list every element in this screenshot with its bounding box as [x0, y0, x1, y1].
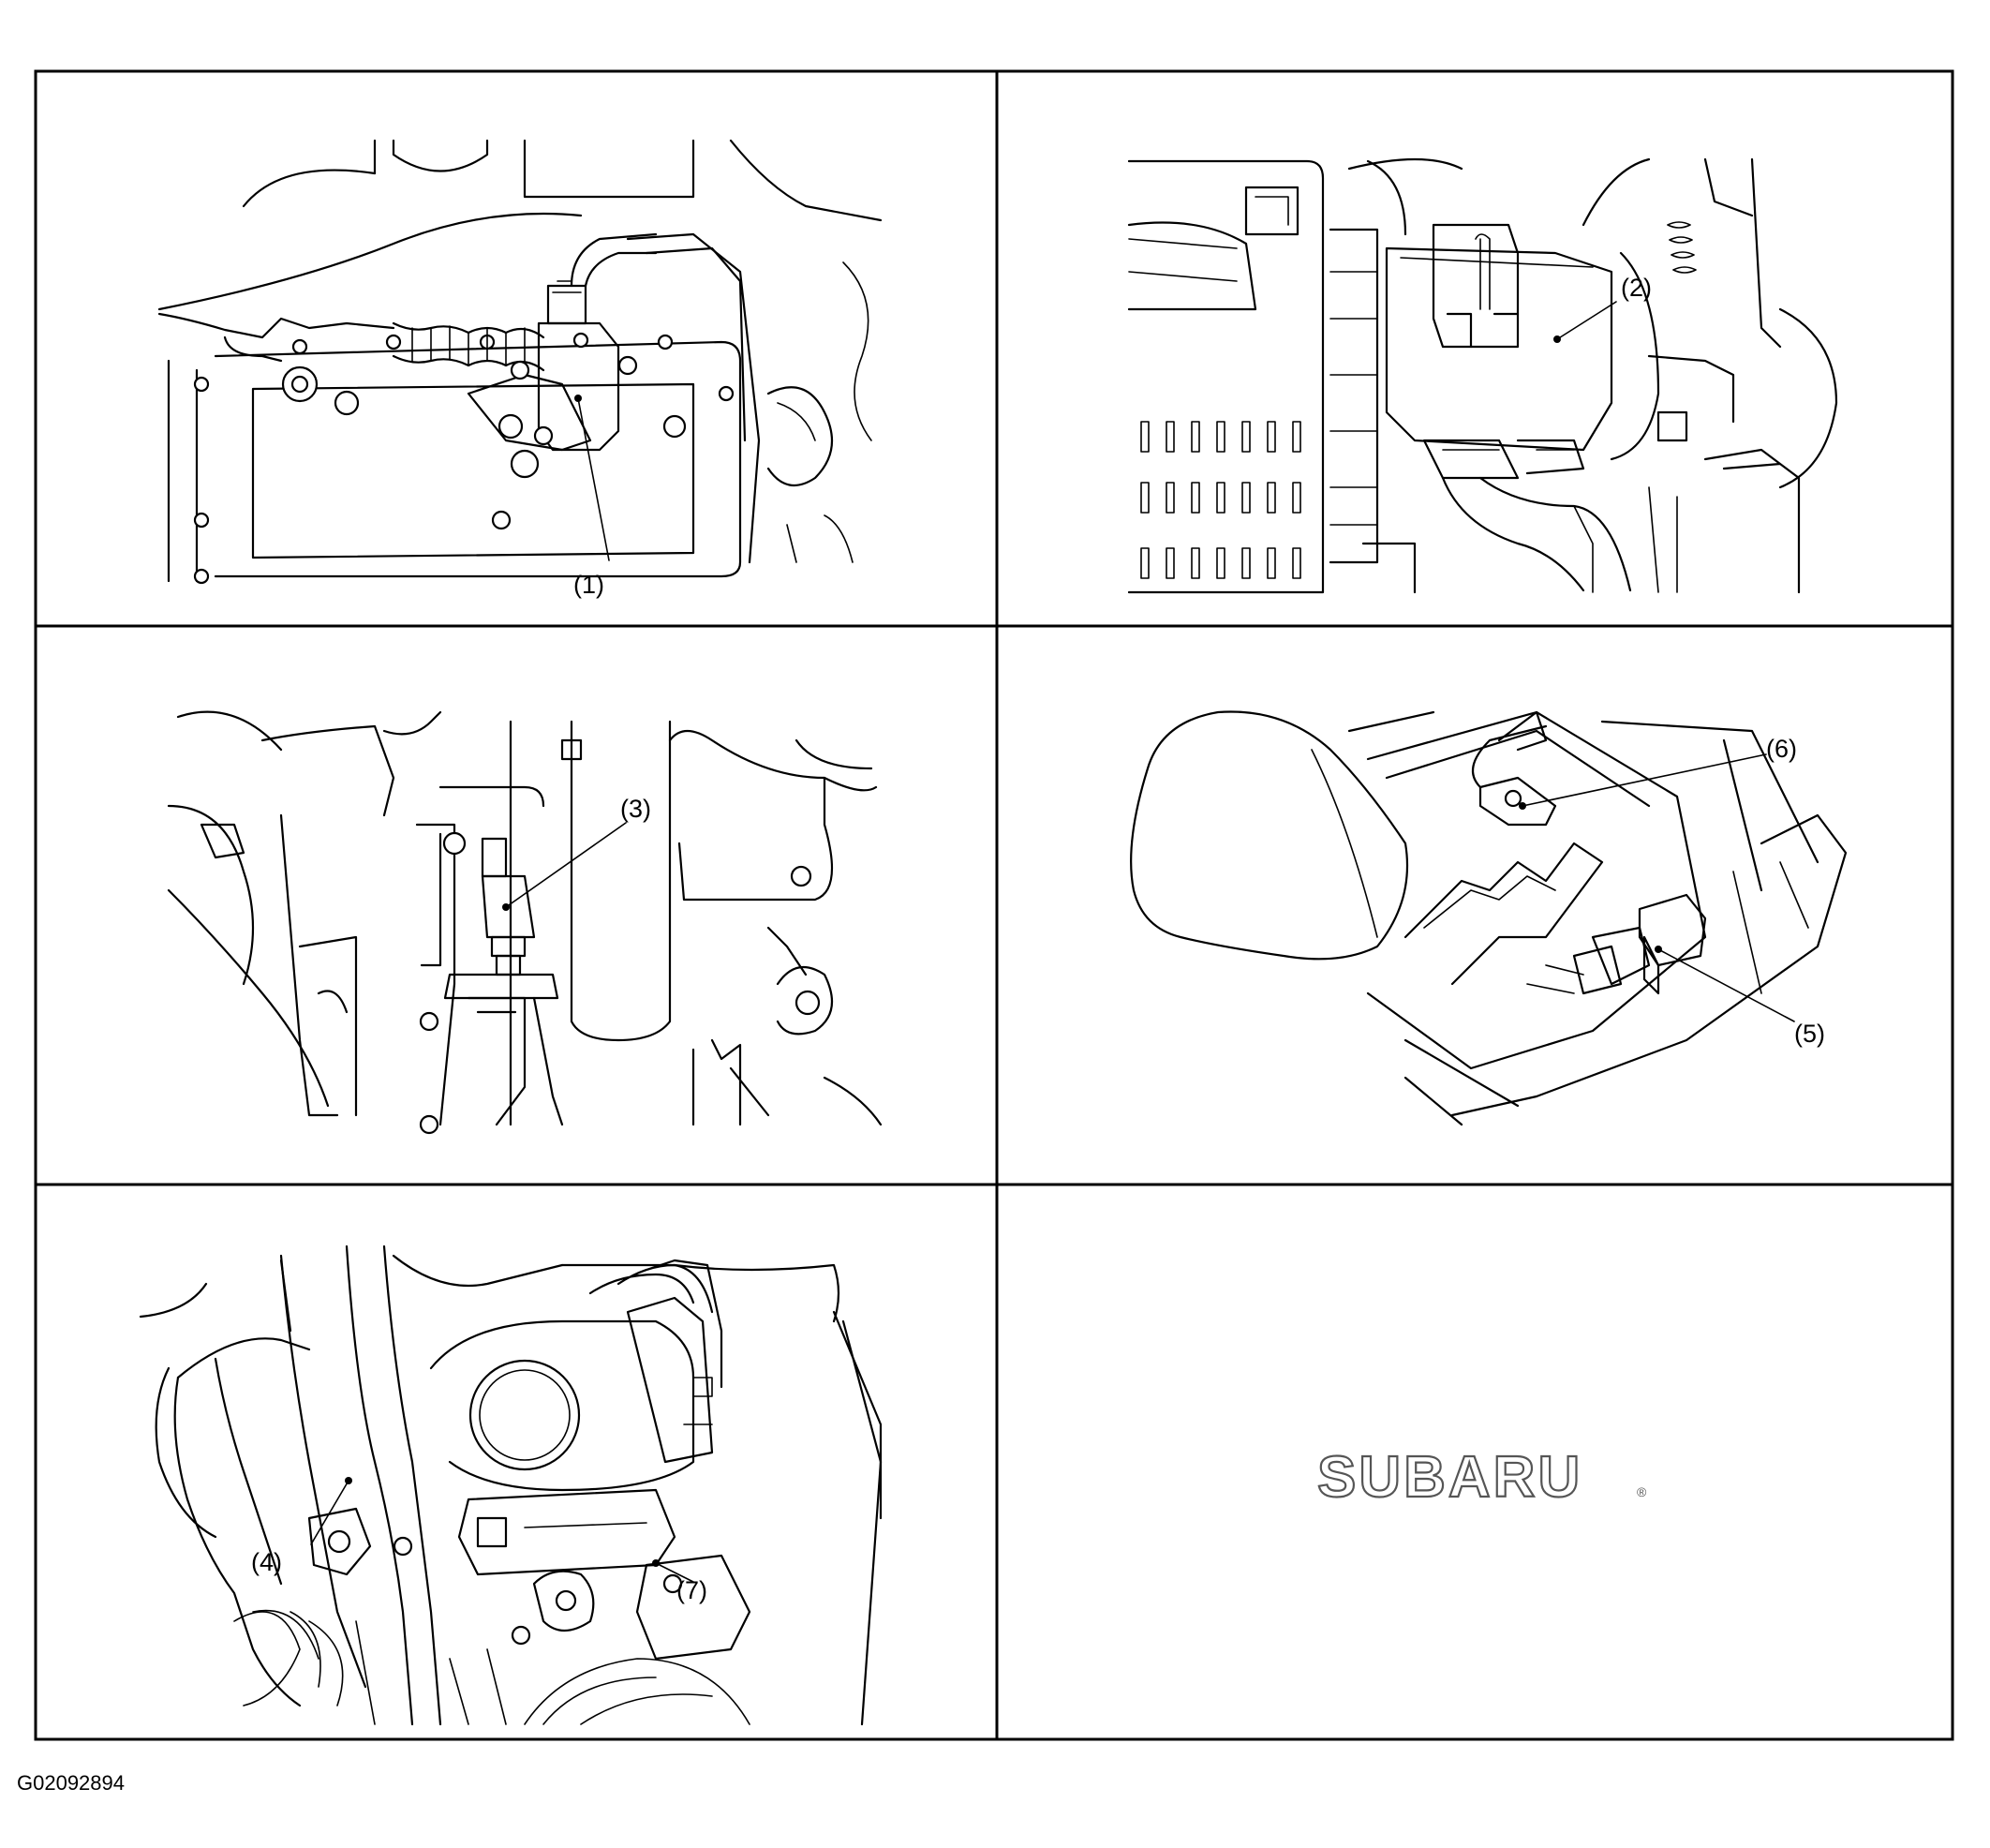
inhibitor-switch [533, 232, 658, 452]
panel-3-pedal-area [167, 710, 883, 1135]
callout-4: (4) [251, 1548, 282, 1576]
transmission-control-module [1385, 223, 1613, 480]
callout-3: (3) [620, 795, 651, 823]
panel-1-transmission [157, 139, 883, 585]
callout-5: (5) [1794, 1020, 1825, 1048]
wire-bundle [233, 1609, 750, 1725]
callout-6: (6) [1766, 735, 1797, 763]
key-lock-solenoid-bracket [1471, 724, 1557, 827]
callout-1: (1) [573, 571, 604, 599]
shift-lock-switch [1526, 893, 1707, 995]
panel-2-control-module [1127, 157, 1838, 594]
callout-7: (7) [676, 1576, 707, 1604]
panel-5-harness-connectors [139, 1244, 883, 1726]
brand-logo: SUBARU ® [1316, 1444, 1647, 1511]
stop-light-switch [443, 837, 559, 1000]
diagram-frame [34, 69, 1954, 1741]
registered-mark: ® [1637, 1484, 1647, 1499]
brand-logo-text: SUBARU [1317, 1445, 1582, 1510]
figure-code: G02092894 [17, 1771, 125, 1795]
callout-2: (2) [1621, 274, 1652, 302]
spring [1667, 221, 1697, 274]
ignition-key-cylinder-housing [429, 1319, 695, 1492]
fuse-array [1140, 421, 1301, 579]
panel-4-shift-lever [1130, 710, 1848, 1126]
